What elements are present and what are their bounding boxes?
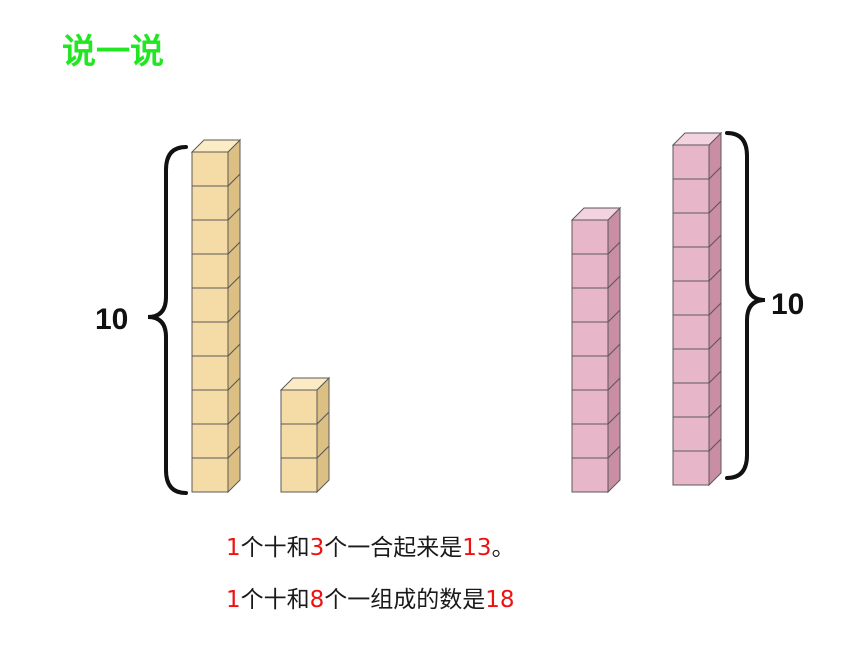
cube-front-face: [571, 389, 609, 425]
cube-front-face: [672, 178, 710, 214]
cube-top-face: [279, 377, 331, 391]
unit-cube: [671, 131, 723, 181]
unit-cube: [571, 444, 621, 494]
unit-cube: [571, 240, 621, 290]
cube-top-face: [671, 132, 723, 146]
unit-cube: [191, 444, 241, 494]
cube-front-face: [280, 423, 318, 459]
cube-top-face: [190, 139, 242, 153]
unit-cube: [672, 403, 722, 453]
cube-front-face: [571, 287, 609, 323]
highlighted-number: 3: [309, 535, 325, 561]
ten-rod-pink: [671, 131, 723, 487]
highlighted-number: 8: [309, 587, 325, 613]
cube-front-face: [672, 212, 710, 248]
cube-front-face: [672, 450, 710, 486]
unit-cube: [279, 376, 331, 426]
sentence-text: 个十和: [240, 535, 310, 561]
ones-cubes-yellow: [279, 376, 331, 494]
sentence-thirteen: 1个十和3个一合起来是13。: [226, 533, 515, 563]
cube-front-face: [191, 389, 229, 425]
sentence-eighteen: 1个十和8个一组成的数是18: [226, 585, 515, 615]
highlighted-number: 1: [226, 535, 241, 561]
unit-cube: [280, 410, 330, 460]
cube-front-face: [191, 423, 229, 459]
sentence-text: 个十和: [240, 587, 310, 613]
unit-cube: [672, 301, 722, 351]
highlighted-number: 1: [226, 587, 241, 613]
unit-cube: [191, 240, 241, 290]
unit-cube: [672, 369, 722, 419]
cube-front-face: [672, 314, 710, 350]
cube-front-face: [191, 185, 229, 221]
cube-top-face: [570, 207, 622, 221]
cube-front-face: [672, 382, 710, 418]
unit-cube: [571, 376, 621, 426]
cube-front-face: [672, 280, 710, 316]
sentence-text: 。: [491, 535, 515, 561]
cube-front-face: [191, 151, 229, 187]
unit-cube: [672, 199, 722, 249]
unit-cube: [672, 165, 722, 215]
cube-front-face: [191, 457, 229, 493]
unit-cube: [672, 233, 722, 283]
cube-front-face: [672, 348, 710, 384]
sentence-text: 个一合起来是: [324, 535, 463, 561]
highlighted-number: 13: [462, 535, 492, 561]
cube-front-face: [191, 219, 229, 255]
cube-front-face: [191, 287, 229, 323]
unit-cube: [190, 138, 242, 188]
sentence-text: 个一组成的数是: [324, 587, 486, 613]
unit-cube: [571, 308, 621, 358]
unit-cube: [191, 274, 241, 324]
cube-front-face: [191, 253, 229, 289]
cube-front-face: [571, 321, 609, 357]
page-title: 说一说: [62, 32, 164, 72]
cube-front-face: [672, 144, 710, 180]
cube-front-face: [571, 423, 609, 459]
cube-front-face: [191, 355, 229, 391]
cube-front-face: [571, 457, 609, 493]
unit-cube: [672, 267, 722, 317]
cube-front-face: [672, 416, 710, 452]
left-brace: [147, 145, 188, 495]
cube-front-face: [672, 246, 710, 282]
cube-front-face: [191, 321, 229, 357]
rod-pink-left: [570, 206, 622, 494]
ten-rod-yellow: [190, 138, 242, 494]
unit-cube: [191, 342, 241, 392]
cube-front-face: [280, 457, 318, 493]
right-brace-label: 10: [771, 288, 804, 321]
highlighted-number: 18: [485, 587, 515, 613]
left-brace-label: 10: [95, 303, 128, 336]
cube-front-face: [571, 355, 609, 391]
right-brace: [725, 131, 766, 480]
unit-cube: [672, 437, 722, 487]
unit-cube: [280, 444, 330, 494]
unit-cube: [570, 206, 622, 256]
cube-front-face: [571, 219, 609, 255]
cube-front-face: [571, 253, 609, 289]
cube-front-face: [280, 389, 318, 425]
unit-cube: [571, 274, 621, 324]
